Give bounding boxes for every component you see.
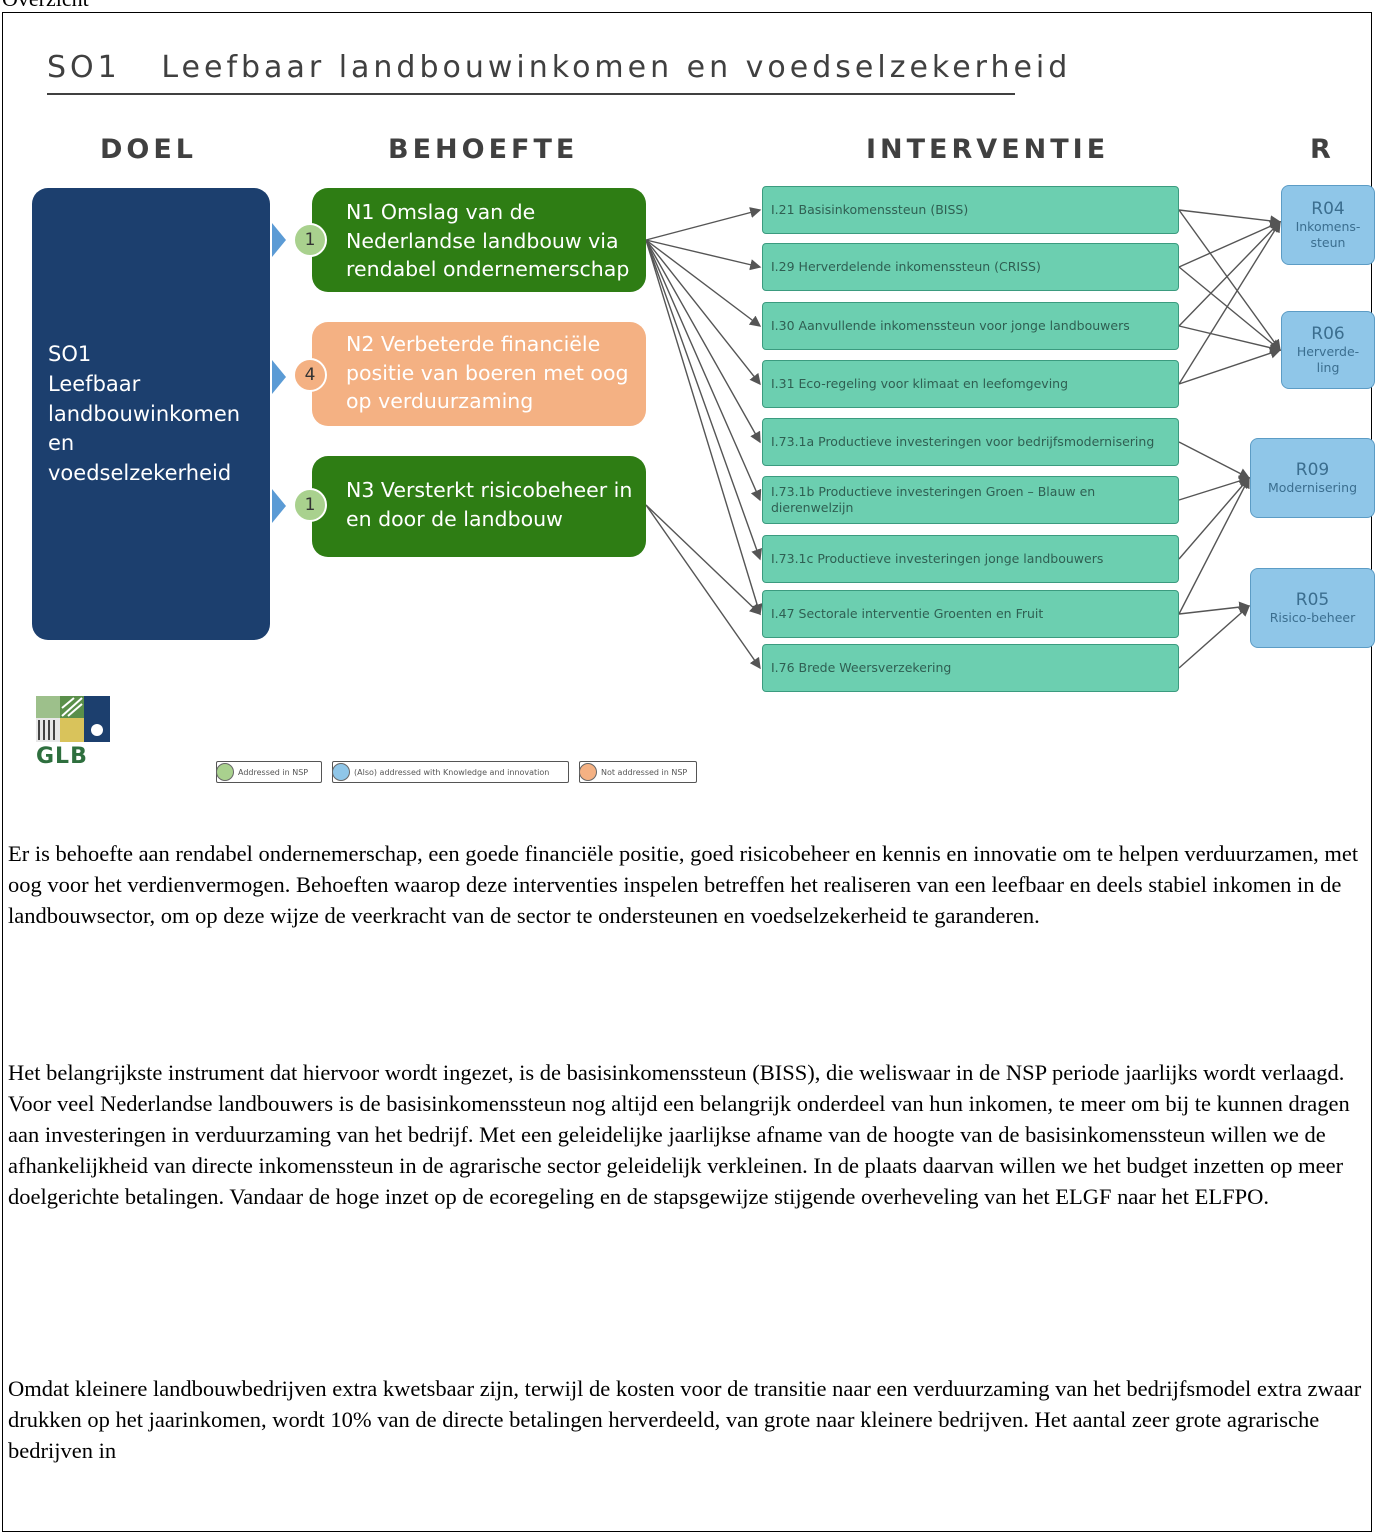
need-line: positie van boeren met oog [346, 360, 629, 385]
link-intervention-to-result [1178, 605, 1251, 669]
figure-title-underline [47, 93, 1015, 95]
result-code: R04 [1311, 199, 1345, 220]
need-n1-count-badge: 1 [293, 223, 327, 257]
need-line: N1 Omslag van de [346, 200, 536, 224]
intervention-i73-1b: I.73.1b Productieve investeringen Groen … [762, 476, 1179, 524]
link-need-to-intervention [645, 239, 763, 616]
goal-line: landbouwinkomen [48, 401, 241, 426]
result-label: Herverde- [1296, 344, 1360, 360]
result-r05: R05 Risico-beheer [1250, 568, 1375, 648]
need-n3-box: N3 Versterkt risicobeheer in en door de … [312, 456, 646, 557]
body-paragraph: Omdat kleinere landbouwbedrijven extra k… [8, 1373, 1373, 1466]
link-need-to-intervention [645, 239, 761, 444]
link-need-to-intervention [645, 207, 762, 241]
link-intervention-to-result [1178, 209, 1281, 352]
result-r04: R04 Inkomens- steun [1281, 185, 1375, 265]
header-behoefte: BEHOEFTE [388, 134, 579, 165]
need-line: N2 Verbeterde financiële [346, 332, 601, 356]
figure-title: SO1 Leefbaar landbouwinkomen en voedselz… [47, 50, 1072, 85]
legend-label: Not addressed in NSP [601, 767, 688, 777]
link-intervention-to-result [1178, 220, 1281, 385]
need-n1-box: N1 Omslag van de Nederlandse landbouw vi… [312, 188, 646, 292]
link-intervention-to-result [1178, 220, 1281, 327]
intervention-i47: I.47 Sectorale interventie Groenten en F… [762, 590, 1179, 638]
legend-label: (Also) addressed with Knowledge and inno… [354, 767, 550, 777]
goal-line: voedselzekerheid [48, 461, 232, 486]
intervention-i76: I.76 Brede Weersverzekering [762, 644, 1179, 692]
link-intervention-to-result [1178, 325, 1282, 354]
paragraph-text: Omdat kleinere landbouwbedrijven extra k… [8, 1376, 1362, 1463]
intervention-i30: I.30 Aanvullende inkomenssteun voor jong… [762, 302, 1179, 350]
need-n2-box: N2 Verbeterde financiële positie van boe… [312, 322, 646, 426]
need-line: en door de landbouw [346, 506, 563, 531]
legend-addressed: Addressed in NSP [216, 761, 322, 783]
link-need-to-intervention [645, 239, 762, 271]
link-intervention-to-result [1178, 441, 1251, 479]
connector-arrows [645, 207, 1282, 670]
result-code: R09 [1295, 460, 1330, 481]
intervention-i29: I.29 Herverdelende inkomenssteun (CRISS) [762, 243, 1179, 291]
header-doel: DOEL [100, 134, 198, 165]
intervention-logic-figure: SO1 Leefbaar landbouwinkomen en voedselz… [32, 50, 1375, 783]
legend-knowledge-innovation: (Also) addressed with Knowledge and inno… [332, 761, 569, 783]
paragraph-text: Het belangrijkste instrument dat hiervoo… [8, 1060, 1350, 1209]
link-need-to-intervention [645, 239, 761, 386]
need-n3-count-badge: 1 [293, 488, 327, 522]
body-paragraph: Er is behoefte aan rendabel ondernemersc… [8, 838, 1373, 931]
page-top-label: Overzicht [2, 0, 89, 12]
link-intervention-to-result [1178, 209, 1282, 227]
legend-swatch [216, 763, 234, 781]
need-line: op verduurzaming [346, 389, 534, 414]
result-label: Risico-beheer [1269, 610, 1356, 626]
legend-label: Addressed in NSP [238, 767, 309, 777]
link-need-to-intervention [645, 239, 762, 502]
need-line: N3 Versterkt risicobeheer in [346, 478, 633, 502]
intervention-i73-1a: I.73.1a Productieve investeringen voor b… [762, 418, 1179, 466]
legend-swatch [332, 763, 350, 781]
glb-logo-text: GLB [36, 744, 88, 769]
header-result: R [1310, 134, 1335, 165]
link-intervention-to-result [1178, 476, 1250, 560]
body-paragraph: Het belangrijkste instrument dat hiervoo… [8, 1057, 1373, 1212]
result-code: R06 [1311, 324, 1345, 345]
goal-line: en [48, 431, 75, 456]
pointer-triangle [272, 360, 286, 394]
goal-so1-box: SO1 Leefbaar landbouwinkomen en voedselz… [32, 188, 270, 640]
link-intervention-to-result [1178, 347, 1282, 385]
need-line: Nederlandse landbouw via [346, 228, 619, 253]
link-intervention-to-result [1178, 475, 1251, 501]
paragraph-text: Er is behoefte aan rendabel ondernemersc… [8, 841, 1359, 928]
legend-swatch [579, 763, 597, 781]
result-label: Inkomens- [1295, 219, 1361, 235]
intervention-i21: I.21 Basisinkomenssteun (BISS) [762, 186, 1179, 234]
result-r06: R06 Herverde- ling [1281, 311, 1375, 389]
link-need-to-intervention [645, 239, 762, 561]
intervention-i73-1c: I.73.1c Productieve investeringen jonge … [762, 535, 1179, 583]
result-label: Modernisering [1267, 480, 1358, 496]
link-need-to-intervention [645, 239, 762, 327]
result-r09: R09 Modernisering [1250, 438, 1375, 518]
result-code: R05 [1295, 590, 1330, 611]
result-label: ling [1316, 360, 1340, 375]
need-n2-count-badge: 4 [293, 358, 327, 392]
link-intervention-to-result [1178, 601, 1251, 615]
link-need-to-intervention [645, 504, 762, 615]
link-need-to-intervention [645, 504, 761, 670]
result-label: steun [1310, 235, 1346, 250]
need-line: rendabel ondernemerschap [346, 257, 630, 282]
goal-line: SO1 [48, 342, 92, 366]
goal-line: Leefbaar [48, 371, 141, 396]
intervention-i31: I.31 Eco-regeling voor klimaat en leefom… [762, 360, 1179, 408]
link-intervention-to-result [1178, 220, 1282, 268]
legend-not-addressed: Not addressed in NSP [579, 761, 697, 783]
pointer-triangle [272, 223, 286, 257]
link-intervention-to-result [1178, 266, 1282, 351]
link-intervention-to-result [1178, 476, 1250, 615]
glb-logo [36, 696, 110, 742]
pointer-triangle [272, 489, 286, 523]
header-interventie: INTERVENTIE [866, 134, 1110, 165]
